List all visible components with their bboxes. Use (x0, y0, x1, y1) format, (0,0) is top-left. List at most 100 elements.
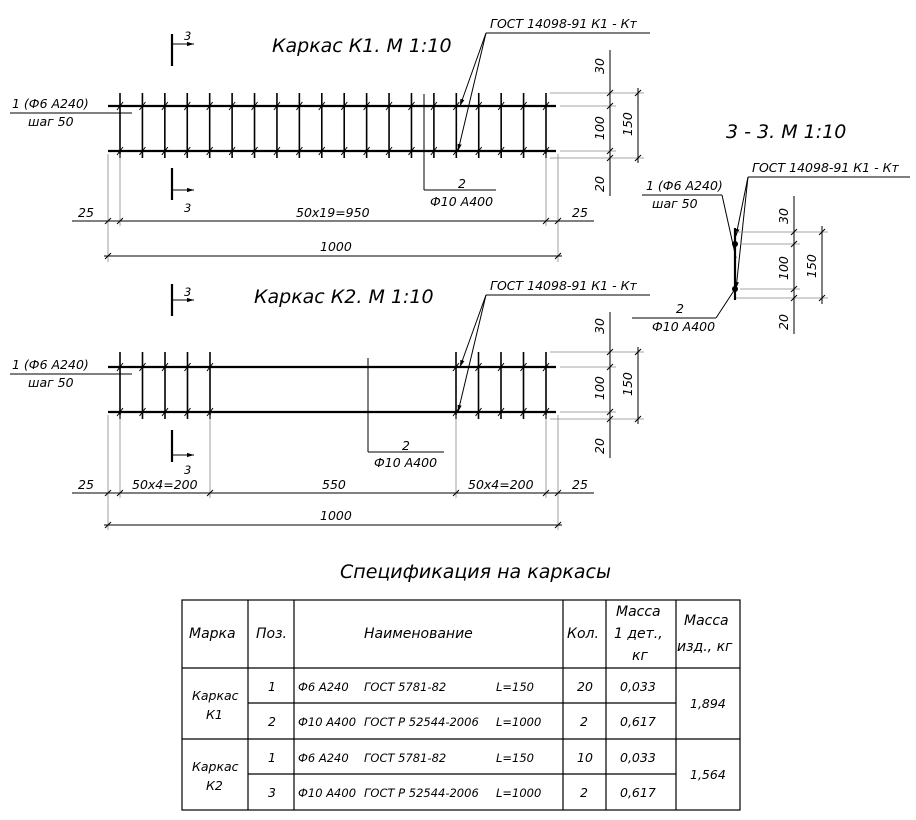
spec-bar: Ф10 А400 (298, 715, 356, 729)
weld-mark (542, 146, 550, 156)
spec-gost: ГОСТ 5781-82 (364, 680, 446, 694)
weld-mark (318, 101, 326, 111)
k2-dim-v-bot: 20 (592, 438, 607, 454)
section-dim-v-top: 30 (776, 208, 791, 224)
spec-length: L=1000 (496, 786, 541, 800)
k2-transverse-bars (116, 352, 550, 419)
section-3-3: 3 - 3. М 1:10 ГОСТ 14098-91 К1 - Кт 1 (Ф… (632, 121, 910, 334)
weld-mark (273, 146, 281, 156)
weld-mark (139, 407, 146, 417)
k1-dim-right: 25 (572, 205, 588, 220)
section-dim-v-mid: 100 (776, 256, 791, 280)
spec-header-mass1-l2: 1 дет., (614, 626, 663, 642)
k1-dim-total: 1000 (320, 239, 352, 254)
section-title: 3 - 3. М 1:10 (726, 121, 846, 143)
section-dim-v-total: 150 (804, 254, 819, 278)
k2-pos2-bar: Ф10 А400 (374, 455, 437, 470)
k2-pos1-step: шаг 50 (28, 375, 74, 390)
cage-k2: Каркас К2. М 1:10 3 3 1 (Ф6 А240) шаг 50… (10, 278, 650, 530)
k2-dim-v-total: 150 (620, 372, 635, 396)
spec-total-mass: 1,564 (690, 767, 726, 782)
spec-table-grid (181, 599, 741, 811)
specification: Спецификация на каркасы Марка Поз. Наиме… (181, 561, 741, 811)
k1-pos1-step: шаг 50 (28, 114, 74, 129)
weld-mark (139, 362, 146, 372)
spec-group-k2: Каркас К2 1,564 1 Ф6 А240 ГОСТ 5781-82 L… (192, 750, 726, 800)
table-row: 3 Ф10 А400 ГОСТ Р 52544-2006 L=1000 2 0,… (268, 785, 656, 800)
k2-dim-left: 25 (78, 477, 94, 492)
spec-kol: 10 (577, 750, 593, 765)
weld-mark (251, 101, 258, 111)
weld-mark (408, 101, 415, 111)
weld-mark (228, 101, 236, 111)
weld-mark (161, 146, 169, 156)
k2-dim-seg1: 50x4=200 (132, 477, 198, 492)
k2-dim-v-top: 30 (592, 318, 607, 334)
section-mark-top-k2: 3 (170, 284, 194, 316)
weld-mark (475, 146, 483, 156)
weld-mark (363, 146, 371, 156)
table-row: 2 Ф10 А400 ГОСТ Р 52544-2006 L=1000 2 0,… (268, 714, 656, 729)
spec-marka-line1: Каркас (192, 688, 239, 703)
spec-bar: Ф10 А400 (298, 786, 356, 800)
spec-marka-line2: К2 (206, 778, 223, 793)
spec-length: L=1000 (496, 715, 541, 729)
weld-mark (475, 407, 482, 417)
weld-mark (116, 362, 124, 372)
spec-marka-line1: Каркас (192, 759, 239, 774)
spec-kol: 2 (580, 714, 588, 729)
section-mark-bottom-k2: 3 (170, 430, 194, 477)
spec-mass: 0,617 (620, 714, 656, 729)
spec-kol: 20 (577, 679, 593, 694)
section-mark-top-k1: 3 (170, 29, 194, 66)
spec-gost: ГОСТ 5781-82 (364, 751, 446, 765)
section-pos1-step: шаг 50 (652, 196, 698, 211)
weld-mark (116, 407, 124, 417)
weld-mark (340, 101, 348, 111)
spec-gost: ГОСТ Р 52544-2006 (364, 715, 479, 729)
section-mark-top-k2-label: 3 (184, 285, 191, 299)
section-dim-v-bot: 20 (776, 314, 791, 330)
weld-mark (183, 101, 191, 111)
weld-mark (497, 101, 505, 111)
weld-mark (183, 146, 191, 156)
spec-header-marka: Марка (189, 626, 236, 642)
weld-mark (520, 146, 527, 156)
spec-header-mass2-l1: Масса (684, 613, 729, 629)
k1-dim-v-top: 30 (592, 58, 607, 74)
section-mark-bottom-k2-label: 3 (184, 463, 191, 477)
spec-total-mass: 1,894 (690, 696, 726, 711)
weld-mark (228, 146, 236, 156)
weld-mark (251, 146, 258, 156)
spec-header-kol: Кол. (567, 626, 599, 642)
k1-pos1-label: 1 (Ф6 А240) (12, 96, 89, 111)
k2-dim-right: 25 (572, 477, 588, 492)
k2-dim-seg2: 550 (322, 477, 346, 492)
weld-mark (497, 407, 505, 417)
spec-bar: Ф6 А240 (298, 751, 349, 765)
spec-header-poz: Поз. (256, 626, 287, 642)
k1-dim-v-bot: 20 (592, 176, 607, 192)
cage-k1: Каркас К1. М 1:10 3 3 1 (Ф6 А240) шаг 50… (10, 16, 650, 262)
section-mark-top-k1-label: 3 (184, 29, 191, 43)
spec-header-row: Марка Поз. Наименование Кол. Масса 1 дет… (189, 604, 733, 664)
section-pos1-label: 1 (Ф6 А240) (646, 178, 723, 193)
weld-mark (206, 407, 214, 417)
k1-dim-left: 25 (78, 205, 94, 220)
weld-mark (273, 101, 281, 111)
weld-mark (206, 101, 214, 111)
spec-length: L=150 (496, 751, 534, 765)
k1-dim-v-total: 150 (620, 112, 635, 136)
weld-mark (542, 407, 550, 417)
k2-pos2-number: 2 (402, 438, 410, 453)
spec-marka-line2: К1 (206, 707, 223, 722)
weld-mark (430, 101, 438, 111)
weld-mark (452, 101, 460, 111)
spec-mass: 0,033 (620, 679, 656, 694)
k1-pos2-bar: Ф10 А400 (430, 194, 493, 209)
weld-mark (161, 407, 169, 417)
weld-mark (475, 101, 483, 111)
weld-mark (452, 362, 460, 372)
cage-k2-title: Каркас К2. М 1:10 (254, 286, 434, 308)
